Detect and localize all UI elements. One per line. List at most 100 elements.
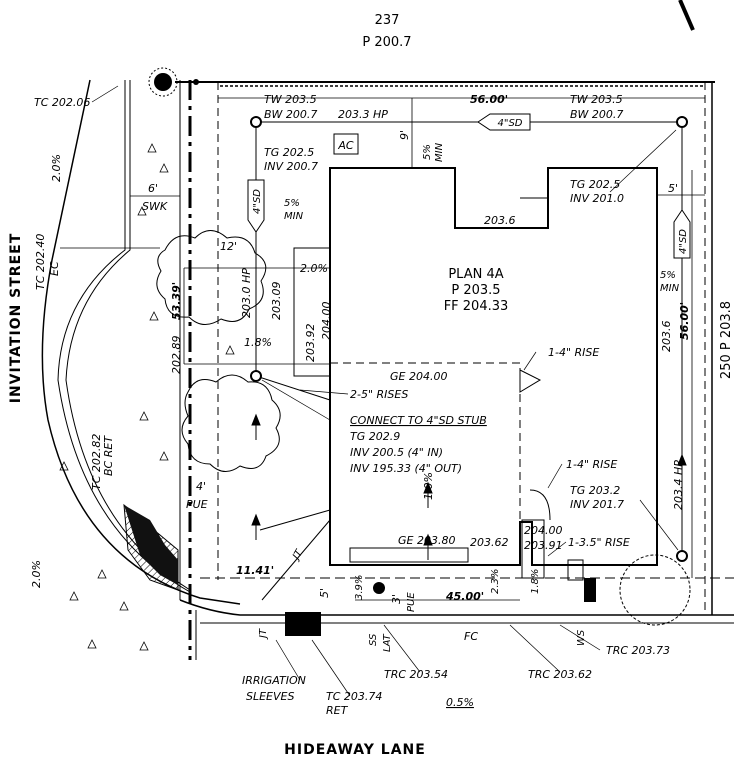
rise-1-4-b: 1-4" RISE xyxy=(566,458,617,471)
el-204-00b: 204.00 xyxy=(524,524,563,537)
flow-arrows xyxy=(251,413,687,560)
tg-202-9: TG 202.9 xyxy=(350,430,400,443)
fc-label: FC xyxy=(464,630,478,643)
hp-203-0: 203.0 HP xyxy=(240,268,253,318)
el-203-91: 203.91 xyxy=(524,539,563,552)
slope-3-9: 3.9% xyxy=(354,575,365,600)
pue-vertical: PUE xyxy=(406,592,417,612)
hp-203-3: 203.3 HP xyxy=(338,108,388,121)
pue-4-dim: 4' xyxy=(196,480,206,493)
ws-label: WS xyxy=(576,629,587,646)
corner-tick xyxy=(678,0,695,31)
rear-wall xyxy=(175,81,715,615)
leader-lines xyxy=(91,85,679,697)
el-203-62: 203.62 xyxy=(470,536,509,549)
hp-203-4: 203.4 HP xyxy=(672,460,685,510)
min-a: MIN xyxy=(434,142,445,162)
drain-inlet-1 xyxy=(250,116,262,128)
connect-note: CONNECT TO 4"SD STUB xyxy=(350,414,487,427)
house-plan: PLAN 4A xyxy=(448,267,503,282)
sleeves-label: SLEEVES xyxy=(246,690,294,703)
inv-201-7: INV 201.7 xyxy=(570,498,624,511)
tc-20206: TC 202.06 xyxy=(34,96,90,109)
trc-203-73: TRC 203.73 xyxy=(606,644,670,657)
rear-setback: 9' xyxy=(398,130,411,140)
lot-number: 237 xyxy=(375,13,400,28)
front-3-dim: 3' xyxy=(390,594,403,604)
pue-label: PUE xyxy=(186,498,208,511)
irrigation-label: IRRIGATION xyxy=(242,674,306,687)
depth-east-dim: 56.00' xyxy=(678,302,691,340)
inv-out: INV 195.33 (4" OUT) xyxy=(350,462,462,475)
el-204-00: 204.00 xyxy=(320,302,333,341)
tw-203-5-b: TW 203.5 xyxy=(570,93,623,106)
tc-20282: TC 202.82 xyxy=(90,434,103,490)
setback-12: 12' xyxy=(220,240,237,253)
slope-5-c: 5% xyxy=(660,270,676,281)
el-202-89: 202.89 xyxy=(170,336,183,375)
el-203-92: 203.92 xyxy=(304,324,317,363)
depth-west-dim: 53.39' xyxy=(170,282,183,320)
inv-in: INV 200.5 (4" IN) xyxy=(350,446,443,459)
tg-202-5-a: TG 202.5 xyxy=(264,146,314,159)
bw-200-7-a: BW 200.7 xyxy=(264,108,317,121)
curb-ret-fill xyxy=(124,505,178,585)
street-invitation: INVITATION STREET xyxy=(8,233,24,404)
tree-outline-2 xyxy=(181,374,281,472)
min-b: MIN xyxy=(284,211,304,222)
lat-label: LAT xyxy=(382,633,393,652)
tree-outline-3 xyxy=(619,554,691,626)
sd-arrow-right xyxy=(673,209,691,259)
trc-203-62: TRC 203.62 xyxy=(528,668,592,681)
drain-inlet-2 xyxy=(676,116,688,128)
tree-icon xyxy=(154,73,172,91)
rise-1-4-a: 1-4" RISE xyxy=(548,346,599,359)
slope-1-8-b: 1.8% xyxy=(530,569,541,594)
ret-label: RET xyxy=(326,704,349,717)
drain-inlet-4 xyxy=(676,550,688,562)
slope-2-0-b: 2.0% xyxy=(300,262,328,275)
sd-arrow-top xyxy=(477,113,531,131)
bc-ret: BC RET xyxy=(102,435,115,476)
el-203-09: 203.09 xyxy=(270,282,283,321)
landscape-marks xyxy=(59,143,235,651)
el-203-6-side: 203.6 xyxy=(660,321,673,353)
street-hideaway: HIDEAWAY LANE xyxy=(284,742,426,758)
drain-inlet-3 xyxy=(250,370,262,382)
tg-202-5-b: TG 202.5 xyxy=(570,178,620,191)
trc-203-54: TRC 203.54 xyxy=(384,668,448,681)
tw-203-5-a: TW 203.5 xyxy=(264,93,317,106)
porch-step xyxy=(349,547,469,563)
ge-204: GE 204.00 xyxy=(390,370,447,383)
ge-203-80: GE 203.80 xyxy=(398,534,455,547)
house-ff: FF 204.33 xyxy=(444,299,509,314)
slope-5-a: 5% xyxy=(422,144,433,160)
tree-outline-1 xyxy=(156,230,267,325)
slope-1-8-a: 1.8% xyxy=(244,336,272,349)
sidewalk-label: SWK xyxy=(142,200,168,213)
dimension-lines xyxy=(130,97,705,601)
curve-dim: 11.41' xyxy=(236,564,274,577)
meter-box-ws xyxy=(584,578,596,602)
slope-2-3: 2.3% xyxy=(490,569,501,594)
slope-0-5: 0.5% xyxy=(446,696,474,709)
rear-width-dim: 56.00' xyxy=(470,93,508,106)
tc-20240: TC 202.40 xyxy=(34,234,47,290)
tg-203-2: TG 203.2 xyxy=(570,484,620,497)
rise-symbol-1 xyxy=(519,369,542,393)
slope-2-0-c: 2.0% xyxy=(30,560,43,588)
ac-pad xyxy=(333,133,359,155)
sd-arrow-left xyxy=(247,179,265,233)
side-lot-label: 250 P 203.8 xyxy=(719,301,734,379)
rise-2-5: 2-5" RISES xyxy=(350,388,408,401)
ss-label: SS xyxy=(368,633,379,646)
front-5-dim: 5' xyxy=(318,588,331,598)
sidewalk-dim: 6' xyxy=(148,182,158,195)
jt-label-1: JT xyxy=(290,547,306,563)
house-pad: P 203.5 xyxy=(451,283,500,298)
rise-1-3-5: 1-3.5" RISE xyxy=(568,536,630,549)
sd-label-left: 4"SD xyxy=(252,189,263,214)
jt-label-2: JT xyxy=(258,628,269,640)
ac-label: AC xyxy=(337,139,354,152)
sd-label-top: 4"SD xyxy=(497,118,522,129)
